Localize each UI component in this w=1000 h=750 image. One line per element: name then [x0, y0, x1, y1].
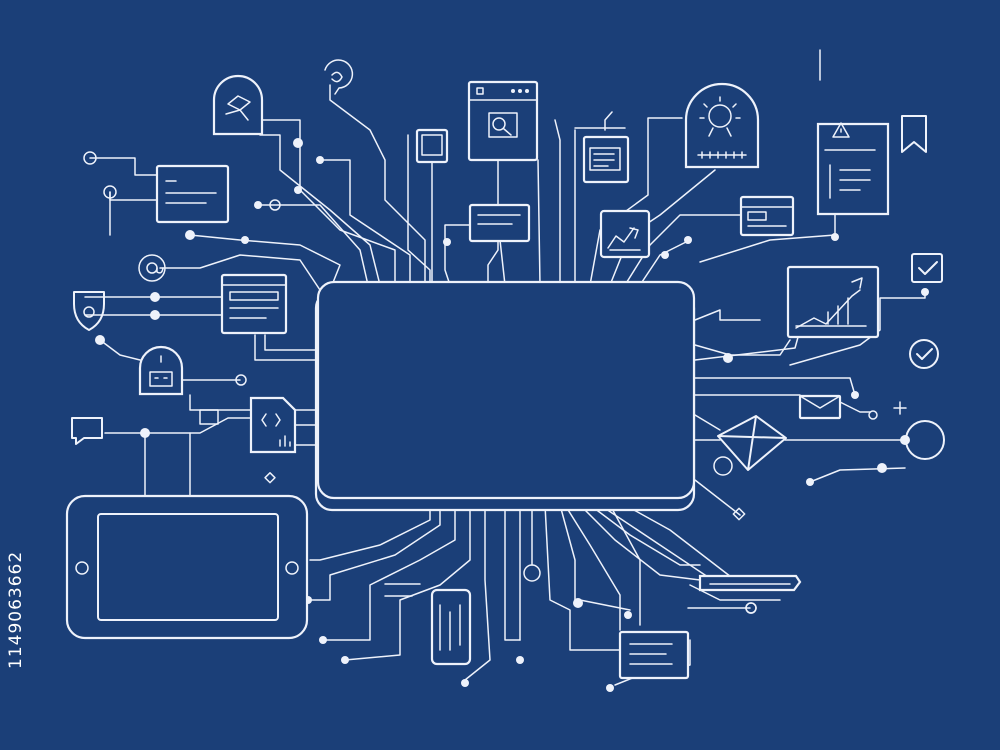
note-card-icon — [618, 630, 690, 680]
sticky-note-icon — [468, 203, 531, 243]
chart-growth-icon — [786, 265, 880, 339]
plus-icon — [893, 401, 907, 415]
smartphone-icon — [430, 588, 472, 666]
clock-icon — [745, 602, 757, 614]
tablet-icon — [65, 494, 309, 640]
ring-node-icon — [905, 420, 945, 460]
dashboard-icon — [739, 195, 795, 237]
robot-icon — [138, 345, 184, 396]
form-window-icon — [220, 273, 288, 335]
check-circle-icon — [909, 339, 939, 369]
analytics-card-icon — [599, 209, 651, 259]
chat-window-icon — [155, 164, 230, 224]
watermark-id: 1149063662 — [6, 550, 26, 670]
at-sign-icon — [138, 254, 166, 282]
shield-icon — [73, 291, 105, 331]
lightbulb-small-icon — [324, 59, 354, 95]
message-icon — [71, 417, 103, 445]
bookmark-icon — [901, 115, 927, 153]
file-code-icon — [249, 396, 297, 454]
central-screen-icon — [314, 280, 696, 512]
circuit-nodes — [83, 138, 929, 692]
lightbulb-icon — [684, 82, 760, 169]
browser-search-icon — [467, 80, 539, 162]
box-label-icon — [212, 74, 264, 136]
document-list-icon — [582, 135, 630, 184]
flat-tablet-icon — [698, 574, 802, 592]
gem-icon — [717, 415, 787, 471]
small-window-icon — [199, 409, 219, 425]
checkbox-icon — [911, 253, 943, 283]
email-icon — [798, 394, 842, 420]
scroll-bar-icon — [384, 583, 421, 597]
laptop-icon — [415, 128, 449, 164]
document-warning-icon — [816, 122, 890, 216]
